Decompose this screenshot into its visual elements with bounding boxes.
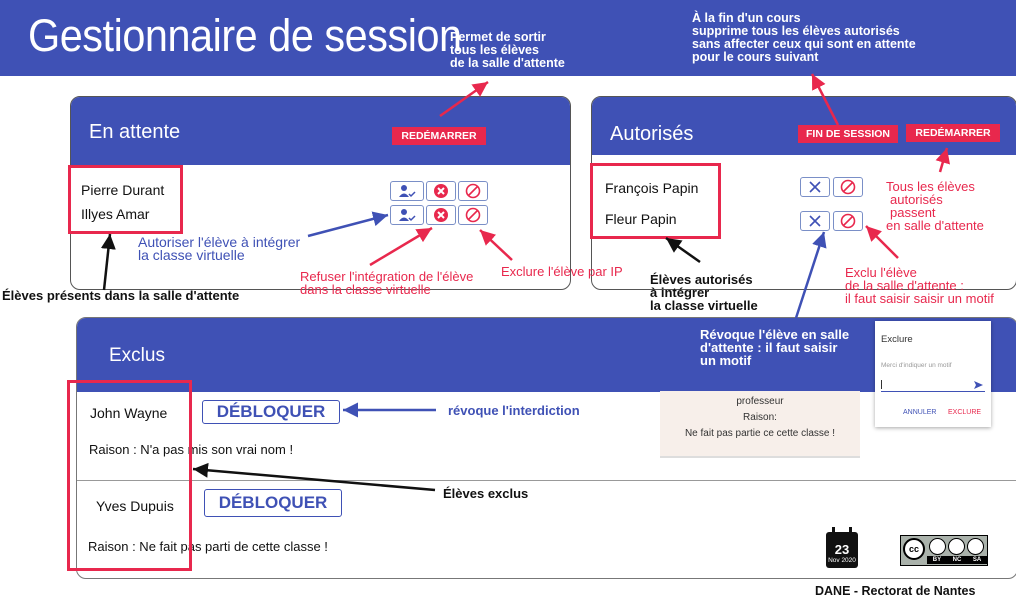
arrow bbox=[794, 231, 827, 319]
arrow bbox=[935, 147, 950, 173]
waiting-panel-title: En attente bbox=[89, 121, 181, 143]
excluded-panel-title: Exclus bbox=[109, 345, 165, 366]
unblock-button[interactable]: DÉBLOQUER bbox=[202, 400, 340, 424]
waiting-restart-button[interactable]: REDÉMARRER bbox=[392, 127, 486, 145]
nc-icon bbox=[948, 538, 965, 555]
arrow bbox=[479, 229, 513, 261]
annotation-refuse: Refuser l'intégration de l'élève dans la… bbox=[300, 269, 474, 297]
arrow bbox=[192, 462, 436, 492]
authorized-panel: Autorisés FIN DE SESSION REDÉMARRER bbox=[591, 96, 1016, 290]
end-session-button[interactable]: FIN DE SESSION bbox=[798, 125, 898, 143]
refuse-button[interactable] bbox=[426, 205, 456, 225]
calendar-ring bbox=[849, 527, 852, 534]
excluded-students-highlight bbox=[67, 380, 192, 571]
authorize-button[interactable] bbox=[390, 181, 424, 201]
refuse-button[interactable] bbox=[426, 181, 456, 201]
user-check-icon bbox=[399, 209, 416, 222]
sa-icon bbox=[967, 538, 984, 555]
cc-icon: cc bbox=[903, 538, 925, 560]
note-restart-waiting: Permet de sortir tous les élèves de la s… bbox=[450, 30, 565, 70]
waiting-student-name: Illyes Amar bbox=[81, 206, 150, 222]
send-icon bbox=[974, 381, 983, 389]
authorized-restart-button[interactable]: REDÉMARRER bbox=[906, 124, 1000, 142]
exclude-button[interactable] bbox=[833, 177, 863, 197]
annotation-authorize: Autoriser l'élève à intégrer la classe v… bbox=[138, 234, 301, 263]
annotation-all-authorized: Tous les élèves autorisés passent en sal… bbox=[886, 179, 984, 233]
exclude-dialog-placeholder: Merci d'indiquer un motif bbox=[881, 362, 952, 369]
authorized-student-name: François Papin bbox=[605, 180, 699, 196]
cc-license-badge: cc BY NC SA bbox=[900, 535, 988, 566]
note-end-session: À la fin d'un cours supprime tous les él… bbox=[692, 11, 916, 64]
waiting-students-highlight bbox=[68, 165, 183, 234]
ban-icon bbox=[465, 183, 481, 199]
exclude-button[interactable] bbox=[833, 211, 863, 231]
unblock-button[interactable]: DÉBLOQUER bbox=[204, 489, 342, 517]
calendar-icon: 23 Nov 2020 bbox=[826, 527, 858, 568]
user-check-icon bbox=[399, 185, 416, 198]
exclusion-message-preview: professeur Raison: Ne fait pas partie ce… bbox=[660, 391, 860, 458]
authorized-student-name: Fleur Papin bbox=[605, 211, 677, 227]
exclude-dialog: Exclure Merci d'indiquer un motif ANNULE… bbox=[875, 321, 991, 427]
ban-icon bbox=[840, 179, 856, 195]
annotation-exclude-student: Exclu l'élève de la salle d'attente : il… bbox=[845, 265, 994, 306]
revoke-button[interactable] bbox=[800, 177, 830, 197]
arrow bbox=[369, 226, 433, 267]
cancel-button[interactable]: ANNULER bbox=[903, 409, 937, 416]
arrow bbox=[439, 80, 489, 118]
waiting-student-name: Pierre Durant bbox=[81, 182, 165, 198]
close-circle-icon bbox=[434, 208, 448, 222]
header-band bbox=[0, 0, 1016, 76]
ban-icon bbox=[465, 207, 481, 223]
page-title: Gestionnaire de session bbox=[28, 10, 462, 61]
excluded-student-name: Yves Dupuis bbox=[96, 498, 174, 514]
excluded-panel-header bbox=[77, 318, 1016, 392]
annotation-revoke-ban: révoque l'interdiction bbox=[448, 403, 580, 418]
divider bbox=[77, 480, 1016, 481]
close-circle-icon bbox=[434, 184, 448, 198]
ban-ip-button[interactable] bbox=[458, 205, 488, 225]
note-revoke-student: Révoque l'élève en salle d'attente : il … bbox=[700, 327, 850, 368]
arrow bbox=[810, 73, 840, 126]
exclude-reason-input[interactable] bbox=[881, 380, 985, 392]
annotation-exclude-ip: Exclure l'élève par IP bbox=[501, 264, 623, 279]
by-icon bbox=[929, 538, 946, 555]
close-icon bbox=[809, 181, 821, 193]
exclusion-reason: Raison : Ne fait pas parti de cette clas… bbox=[88, 539, 328, 554]
calendar-ring bbox=[832, 527, 835, 534]
authorized-panel-title: Autorisés bbox=[610, 123, 694, 145]
excluded-student-name: John Wayne bbox=[90, 405, 168, 421]
close-icon bbox=[809, 215, 821, 227]
ban-icon bbox=[840, 213, 856, 229]
arrow bbox=[665, 236, 701, 264]
calendar-day: 23 bbox=[834, 542, 850, 557]
arrow bbox=[865, 225, 899, 259]
confirm-exclude-button[interactable]: EXCLURE bbox=[948, 409, 982, 416]
text-cursor bbox=[881, 380, 882, 389]
calendar-month: Nov 2020 bbox=[828, 557, 856, 564]
exclude-dialog-title: Exclure bbox=[881, 334, 913, 345]
annotation-excluded-students: Élèves exclus bbox=[443, 486, 529, 501]
footer-credit: DANE - Rectorat de Nantes bbox=[815, 584, 976, 598]
license-labels: BY NC SA bbox=[927, 556, 987, 564]
authorize-button[interactable] bbox=[390, 205, 424, 225]
ban-ip-button[interactable] bbox=[458, 181, 488, 201]
revoke-button[interactable] bbox=[800, 211, 830, 231]
waiting-panel-header bbox=[71, 97, 570, 165]
arrow bbox=[100, 233, 116, 291]
authorized-students-highlight bbox=[590, 163, 721, 239]
annotation-present-students: Élèves présents dans la salle d'attente bbox=[2, 288, 240, 303]
arrow bbox=[307, 211, 389, 238]
annotation-authorized-students: Élèves autorisés à intégrer la classe vi… bbox=[650, 272, 758, 313]
